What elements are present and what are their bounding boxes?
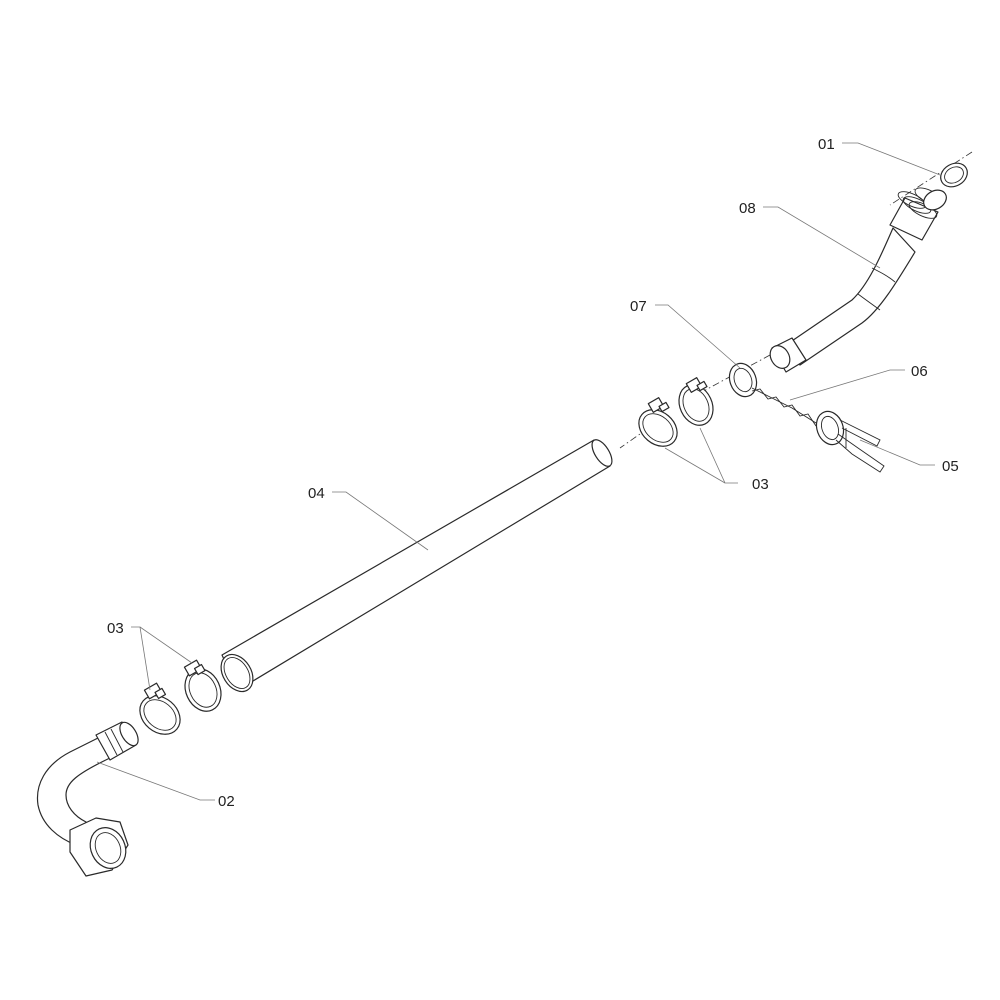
label-03-left: 03: [107, 620, 124, 637]
part-03-hose-clamp-right-b: [638, 397, 678, 447]
label-01: 01: [818, 136, 835, 153]
part-04-straight-hose: [220, 439, 613, 693]
label-04: 04: [308, 485, 325, 502]
assembly-axis: [619, 151, 973, 449]
label-07: 07: [630, 298, 647, 315]
part-02-elbow-pipe: [36, 721, 139, 877]
leader-lines: [96, 142, 941, 801]
part-03-hose-clamp-right-a: [678, 377, 714, 426]
part-07-ring: [728, 362, 758, 398]
label-02: 02: [218, 793, 235, 810]
label-06: 06: [911, 363, 928, 380]
part-03-hose-clamp-left-b: [139, 682, 181, 735]
part-05-cap-clip: [815, 410, 885, 473]
part-06-chain: [751, 387, 817, 427]
part-08-bent-pipe: [769, 187, 947, 373]
label-05: 05: [942, 458, 959, 475]
label-08: 08: [739, 200, 756, 217]
part-03-hose-clamp-left-a: [183, 659, 222, 712]
label-03-right: 03: [752, 476, 769, 493]
part-01-o-ring: [940, 162, 968, 188]
